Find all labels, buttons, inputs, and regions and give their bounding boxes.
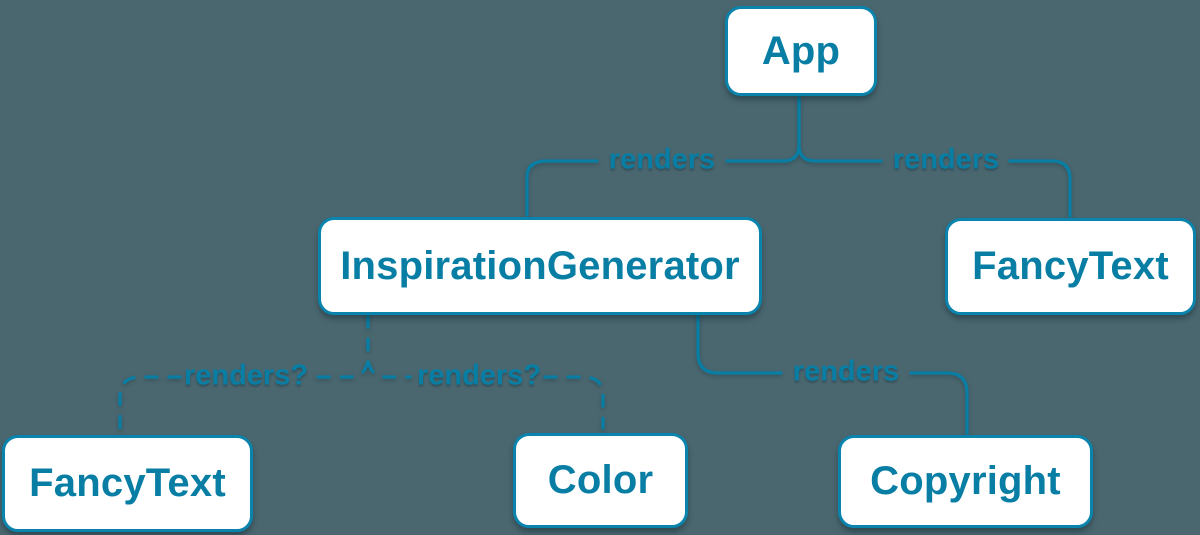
node-fancy-text-bottom-label: FancyText (29, 461, 226, 505)
edge-label-app-fancy-text: renders (892, 143, 1000, 176)
node-app-label: App (761, 28, 841, 73)
edge-app-fancy-text (797, 96, 1072, 218)
node-fancy-text-bottom: FancyText (2, 435, 253, 532)
node-color: Color (513, 433, 688, 528)
edge-label-inspiration-generator-color: renders? (416, 359, 542, 392)
node-inspiration-generator: InspirationGenerator (318, 217, 762, 315)
edge-inspiration-generator-copyright (696, 314, 969, 435)
edge-label-inspiration-generator-fancy-text: renders? (183, 359, 309, 392)
node-app: App (725, 6, 877, 96)
node-copyright: Copyright (838, 435, 1093, 528)
node-color-label: Color (547, 458, 654, 502)
node-inspiration-generator-label: InspirationGenerator (340, 243, 740, 288)
edge-label-inspiration-generator-copyright: renders (792, 355, 900, 388)
edge-inspiration-generator-color (366, 314, 605, 430)
node-fancy-text-top: FancyText (945, 218, 1196, 315)
edge-inspiration-generator-fancy-text (118, 314, 370, 433)
edge-label-app-inspiration-generator: renders (608, 143, 716, 176)
node-fancy-text-top-label: FancyText (972, 244, 1169, 288)
node-copyright-label: Copyright (870, 459, 1061, 503)
